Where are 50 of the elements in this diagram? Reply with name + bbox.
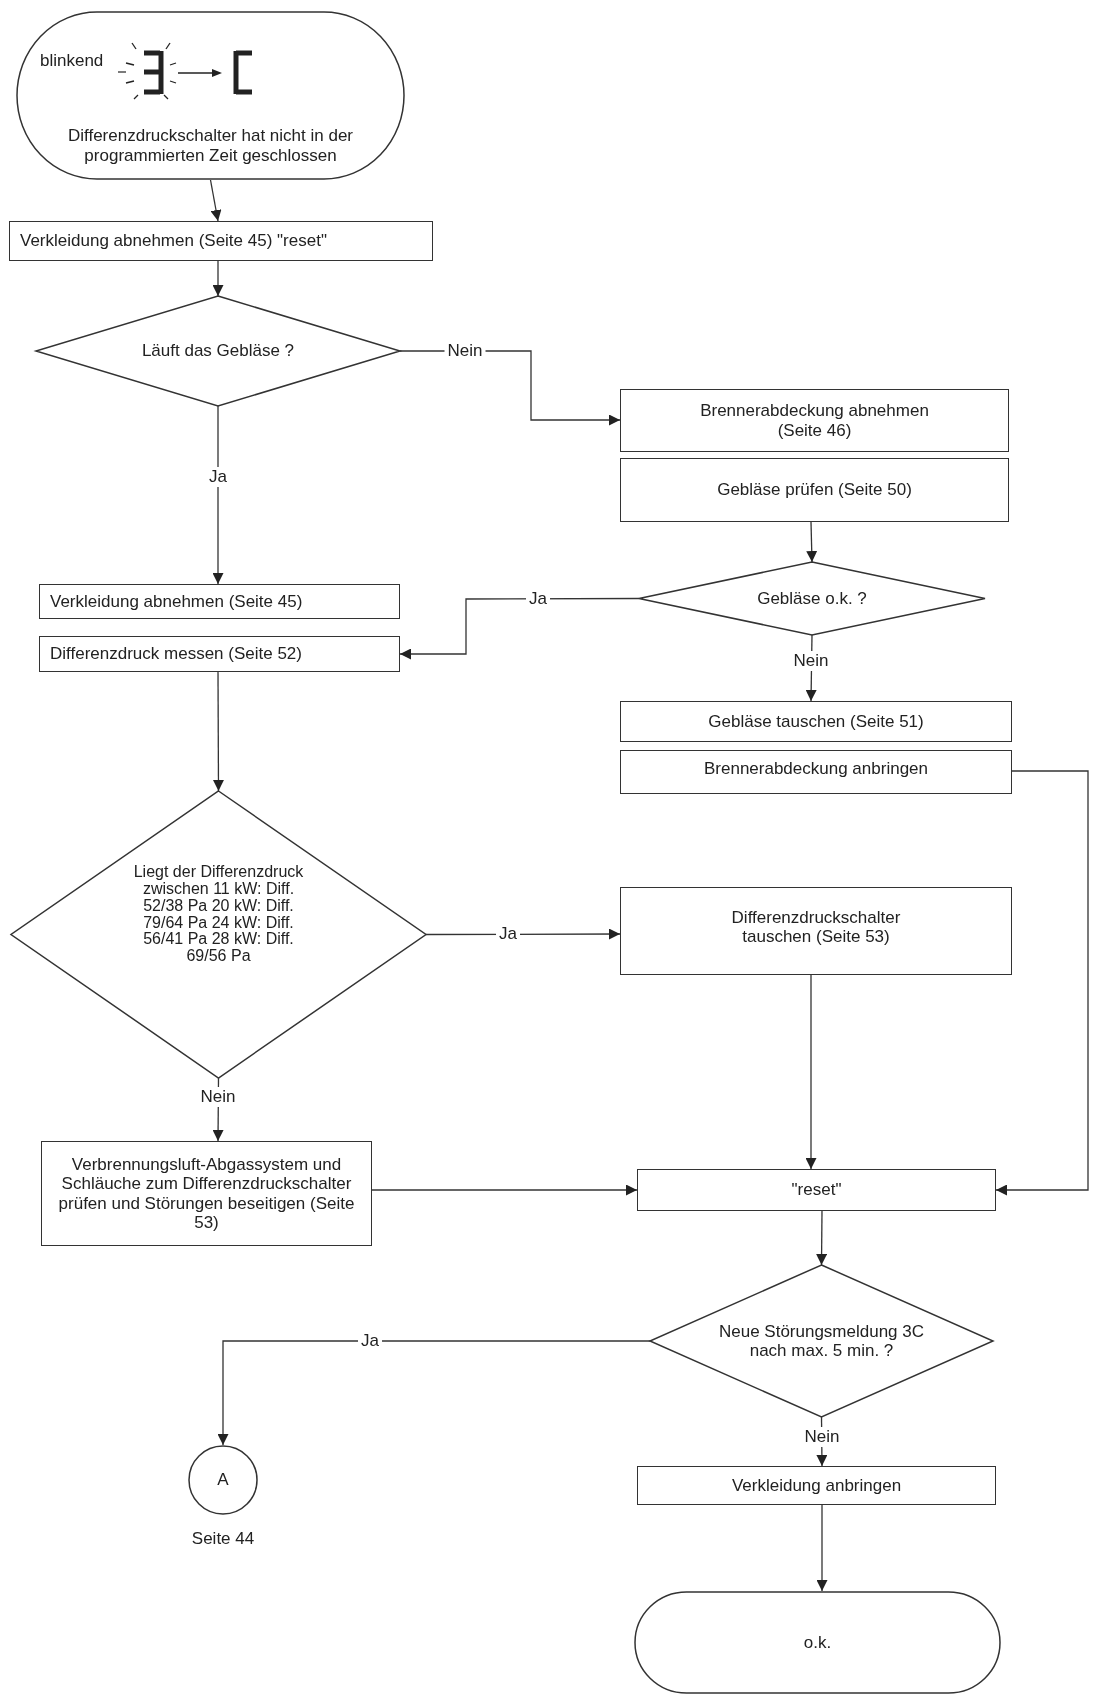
node-text: Brennerabdeckung anbringen <box>704 759 928 779</box>
process-box <box>637 1169 996 1211</box>
node-text: "reset" <box>791 1180 842 1200</box>
decision-diamond <box>639 562 985 635</box>
process-box <box>620 701 1012 742</box>
process-box <box>41 1141 372 1246</box>
process-box <box>620 750 1012 794</box>
arrow <box>212 260 224 297</box>
display-annotation: blinkend <box>40 51 104 71</box>
process-box <box>637 1466 996 1505</box>
arrow <box>371 1184 638 1196</box>
arrow <box>212 671 224 792</box>
arrow <box>816 1210 828 1266</box>
arrow <box>805 974 817 1170</box>
decision-diamond <box>650 1265 993 1417</box>
node-text: Verkleidung anbringen <box>731 1476 902 1495</box>
edge-label: Ja <box>206 467 230 487</box>
arrow <box>816 1504 828 1592</box>
process-box <box>39 584 400 619</box>
node-text: Liegt der Differenzdruck zwischen 11 kW: Diff. 52/38 Pa 20 kW: Diff. 79/64 Pa 24 kW: Diff. 56/41 Pa 28 kW: Diff. 69/56 Pa <box>132 864 305 965</box>
node-caption: Seite 44 <box>191 1529 255 1549</box>
node-text: Neue Störungsmeldung 3C nach max. 5 min. ? <box>717 1321 926 1361</box>
process-box <box>620 887 1012 975</box>
process-box <box>9 221 433 261</box>
decision-diamond <box>11 791 426 1078</box>
node-text: Verkleidung abnehmen (Seite 45) "reset" <box>20 231 327 251</box>
arrow <box>212 405 224 585</box>
arrow <box>209 179 222 222</box>
process-box <box>39 636 400 672</box>
node-text: Gebläse tauschen (Seite 51) <box>708 712 924 731</box>
process-box <box>620 389 1009 452</box>
decision-diamond <box>36 296 400 406</box>
node-text: Verbrennungsluft-Abgassystem und Schläuche zum Differenzdruckschalter prüfen und Störungen beseitigen (Seite 53) <box>57 1155 356 1232</box>
node-text: Differenzdruckschalter hat nicht in der programmierten Zeit geschlossen <box>66 126 355 165</box>
arrow <box>399 597 640 660</box>
arrow <box>806 521 818 563</box>
node-text: o.k. <box>803 1633 832 1652</box>
arrow <box>217 1340 651 1446</box>
process-box <box>620 458 1009 522</box>
node-text: Gebläse o.k. ? <box>757 589 867 608</box>
arrow <box>995 770 1089 1196</box>
node-text: Differenzdruckschalter tauschen (Seite 53) <box>730 907 902 947</box>
node-text: Differenzdruck messen (Seite 52) <box>50 644 302 664</box>
node-text: Brennerabdeckung abnehmen (Seite 46) <box>699 401 930 440</box>
node-text: Verkleidung abnehmen (Seite 45) <box>50 592 303 611</box>
node-text: A <box>217 1470 229 1490</box>
arrow <box>425 928 621 940</box>
connector-circle <box>188 1445 258 1515</box>
node-text: Läuft das Gebläse ? <box>141 341 295 361</box>
node-text: Gebläse prüfen (Seite 50) <box>717 480 912 500</box>
